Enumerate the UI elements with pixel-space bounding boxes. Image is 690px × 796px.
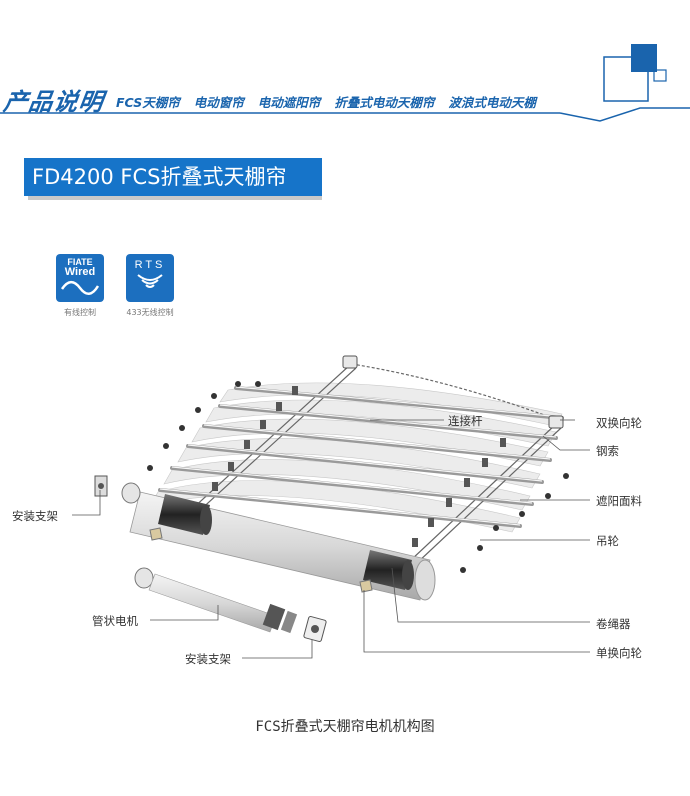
wave-icon bbox=[60, 280, 100, 295]
left-bracket-parts bbox=[94, 475, 373, 593]
label-single-pulley: 单换向轮 bbox=[596, 646, 642, 660]
label-double-pulley: 双换向轮 bbox=[596, 416, 642, 430]
fiate-caption: 有线控制 bbox=[64, 308, 96, 317]
header-decoration bbox=[0, 44, 690, 122]
rts-label: RTS bbox=[134, 259, 166, 271]
mechanism-diagram bbox=[72, 355, 590, 659]
label-connecting-rod: 连接杆 bbox=[448, 414, 483, 428]
label-rope-winder: 卷绳器 bbox=[596, 617, 631, 631]
page-title: 产品说明 bbox=[1, 88, 106, 116]
rod-end-caps bbox=[147, 381, 569, 573]
label-mount-bracket-bottom: 安装支架 bbox=[185, 652, 231, 666]
wired-label: Wired bbox=[64, 266, 96, 278]
label-steel-cable: 钢索 bbox=[596, 444, 619, 458]
nav-electric-shade[interactable]: 电动遮阳帘 bbox=[257, 95, 321, 110]
product-nav: FCS天棚帘 电动窗帘 电动遮阳帘 折叠式电动天棚帘 波浪式电动天棚 bbox=[116, 92, 536, 111]
radio-signal-icon bbox=[137, 274, 163, 288]
nav-folding-canopy[interactable]: 折叠式电动天棚帘 bbox=[334, 95, 435, 110]
rts-badge: RTS bbox=[126, 254, 174, 302]
diagram-caption: FCS折叠式天棚帘电机机构图 bbox=[255, 719, 435, 735]
tubular-motor bbox=[134, 567, 327, 643]
label-mount-bracket-left: 安装支架 bbox=[12, 509, 58, 523]
nav-wave-canopy[interactable]: 波浪式电动天棚 bbox=[448, 95, 536, 110]
label-tubular-motor: 管状电机 bbox=[92, 614, 138, 628]
nav-fcs-canopy[interactable]: FCS天棚帘 bbox=[116, 95, 180, 110]
nav-electric-curtain[interactable]: 电动窗帘 bbox=[193, 95, 244, 110]
double-pulley-top bbox=[342, 355, 564, 429]
product-title: FD4200 FCS折叠式天棚帘 bbox=[24, 158, 322, 196]
rope-winder-left bbox=[158, 494, 212, 535]
fiate-label: FIATE bbox=[67, 257, 93, 267]
title-shadow bbox=[28, 194, 322, 200]
connecting-rods bbox=[158, 386, 564, 528]
hanging-wheels bbox=[212, 386, 506, 547]
rope-winder-right bbox=[363, 550, 414, 590]
label-hanging-wheel: 吊轮 bbox=[596, 534, 619, 548]
label-shade-fabric: 遮阳面料 bbox=[596, 494, 642, 508]
rts-caption: 433无线控制 bbox=[126, 308, 174, 317]
fiate-wired-badge: FIATE Wired bbox=[56, 254, 104, 302]
leader-lines bbox=[72, 419, 590, 659]
